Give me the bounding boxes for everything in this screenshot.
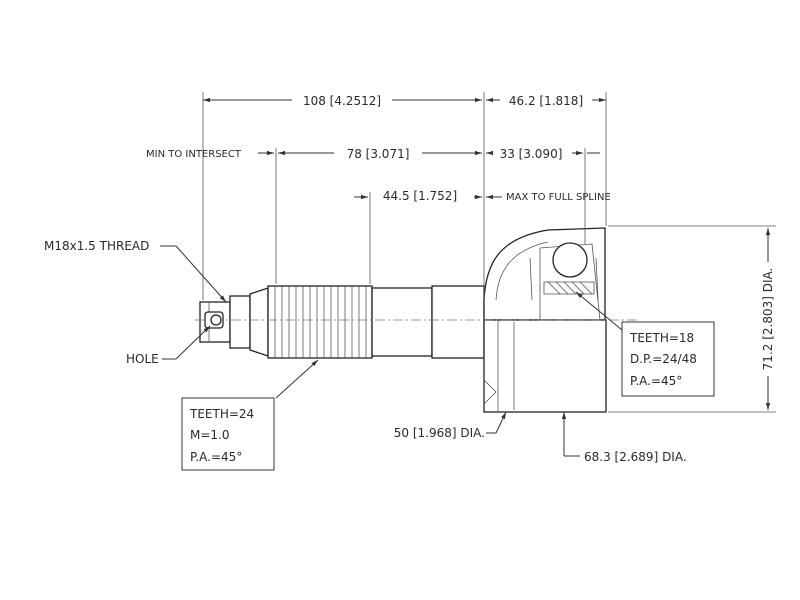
thread-label: M18x1.5 THREAD <box>44 239 149 253</box>
abs-diameter-text: 68.3 [2.689] DIA. <box>584 450 687 464</box>
joint-diametral-pitch: D.P.=24/48 <box>630 352 697 366</box>
shaft-spec-callout: TEETH=24 M=1.0 P.A.=45° <box>181 359 319 471</box>
thread-callout: M18x1.5 THREAD <box>44 239 227 303</box>
spline-teeth <box>274 286 367 358</box>
spline-length-text: 44.5 [1.752] <box>383 189 457 203</box>
joint-pressure-angle: P.A.=45° <box>630 374 682 388</box>
intersect-length-text: 78 [3.071] <box>347 147 410 161</box>
dim-outer-diameter: 71.2 [2.803] DIA. <box>761 228 775 410</box>
shaft-module: M=1.0 <box>190 428 230 442</box>
max-to-full-spline-label: MAX TO FULL SPLINE <box>506 192 611 203</box>
dim-housing-depth: 33 [3.090] <box>486 147 600 161</box>
joint-teeth: TEETH=18 <box>629 331 694 345</box>
joint-spec-callout: TEETH=18 D.P.=24/48 P.A.=45° <box>575 291 715 397</box>
dim-abs-diameter: 68.3 [2.689] DIA. <box>561 412 687 464</box>
shaft <box>199 285 485 359</box>
min-to-intersect-label: MIN TO INTERSECT <box>146 149 242 160</box>
housing-depth-text: 33 [3.090] <box>500 147 563 161</box>
dim-overall-length: 108 [4.2512] <box>203 94 482 108</box>
housing-length-text: 46.2 [1.818] <box>509 94 583 108</box>
hole-callout: HOLE <box>126 325 211 366</box>
hole-label: HOLE <box>126 352 159 366</box>
dim-housing-length: 46.2 [1.818] <box>486 94 606 108</box>
outer-diameter-text: 71.2 [2.803] DIA. <box>761 268 775 371</box>
shaft-pressure-angle: P.A.=45° <box>190 450 242 464</box>
seal-diameter-text: 50 [1.968] DIA. <box>394 426 485 440</box>
extension-lines <box>202 92 776 413</box>
overall-length-text: 108 [4.2512] <box>303 94 381 108</box>
joint-spec-box <box>621 321 715 397</box>
hole-detail <box>204 311 224 329</box>
shaft-spec-box <box>181 397 275 471</box>
dim-spline-length: 44.5 [1.752] <box>354 189 482 203</box>
dim-max-full-spline: MAX TO FULL SPLINE <box>486 192 611 203</box>
outer-housing <box>483 227 607 413</box>
dim-intersect: MIN TO INTERSECT 78 [3.071] <box>146 147 482 161</box>
dim-seal-diameter: 50 [1.968] DIA. <box>394 411 507 440</box>
shaft-teeth: TEETH=24 <box>189 407 254 421</box>
